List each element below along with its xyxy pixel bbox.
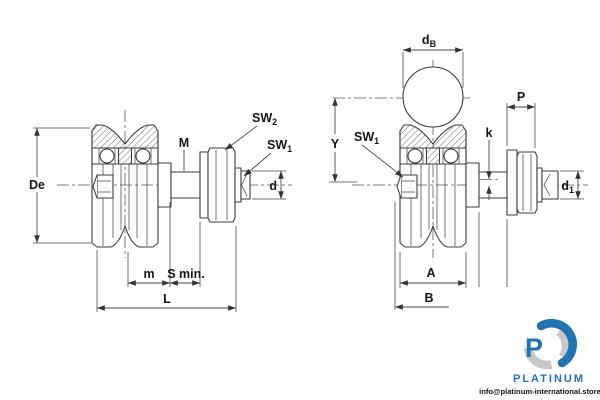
right-pin-assembly xyxy=(465,149,559,216)
left-pin-assembly xyxy=(157,147,251,223)
left-bearing-ball xyxy=(99,148,115,164)
right-bearing-ball xyxy=(443,148,459,164)
dimension-m: m S min. xyxy=(127,202,205,287)
washer xyxy=(506,149,518,216)
washer xyxy=(199,151,209,219)
label-a: A xyxy=(426,266,435,280)
right-wheel xyxy=(399,66,467,248)
logo-monogram: P xyxy=(525,333,543,363)
label-b: B xyxy=(424,291,433,305)
dimension-k: k xyxy=(480,126,501,200)
dimension-m-thread: M xyxy=(179,136,189,171)
right-bearing-ball xyxy=(407,148,423,164)
dimension-sw2: SW2 xyxy=(224,111,277,151)
spacer-collar xyxy=(465,162,480,208)
label-db: dB xyxy=(422,33,437,49)
label-d1: d1 xyxy=(561,179,574,195)
dimension-sw1-left: SW1 xyxy=(243,138,292,177)
locknut xyxy=(207,147,236,223)
left-bearing-ball xyxy=(135,148,151,164)
left-wheel xyxy=(91,124,159,248)
label-s-min: S min. xyxy=(167,267,205,281)
dimension-de: De xyxy=(25,127,91,244)
label-sw1: SW1 xyxy=(354,130,379,146)
dimension-b: B xyxy=(394,202,449,310)
right-roller-view: dB Y P SW1 k xyxy=(329,33,588,310)
dimension-db: dB xyxy=(402,33,464,88)
dimension-p: P xyxy=(506,90,536,148)
dimension-d: d xyxy=(252,170,286,200)
dimension-sw1-right: SW1 xyxy=(354,130,404,178)
dimension-l: L xyxy=(96,226,237,312)
brand-name: PLATINUM xyxy=(513,373,585,385)
threaded-pin xyxy=(170,171,201,199)
label-thread: M xyxy=(179,136,189,150)
label-k: k xyxy=(486,126,493,140)
threaded-pin xyxy=(478,171,508,199)
stud-end-hex xyxy=(536,167,559,203)
right-face-hex-boss xyxy=(396,174,418,199)
left-roller-view: De M SW2 SW1 d m xyxy=(25,110,292,312)
platinum-logo: P PLATINUM info@platinum-international.s… xyxy=(479,318,600,396)
left-face-hex-boss xyxy=(92,174,114,199)
label-l: L xyxy=(163,292,171,306)
locknut xyxy=(516,151,538,214)
platinum-logo-icon: P xyxy=(523,318,578,370)
dimension-a: A xyxy=(399,252,467,288)
label-m: m xyxy=(143,267,154,281)
stud-end-hex xyxy=(234,167,251,203)
label-sw2: SW2 xyxy=(252,111,277,127)
label-d: d xyxy=(269,179,277,193)
brand-email: info@platinum-international.store xyxy=(479,387,600,396)
label-de: De xyxy=(29,178,45,192)
dimension-d1: d1 xyxy=(560,170,584,200)
label-y: Y xyxy=(331,137,340,151)
spacer-collar xyxy=(157,162,172,208)
track-ball xyxy=(402,66,464,128)
label-p: P xyxy=(517,90,525,104)
label-sw1: SW1 xyxy=(267,138,292,154)
dimension-y: Y xyxy=(329,98,357,183)
